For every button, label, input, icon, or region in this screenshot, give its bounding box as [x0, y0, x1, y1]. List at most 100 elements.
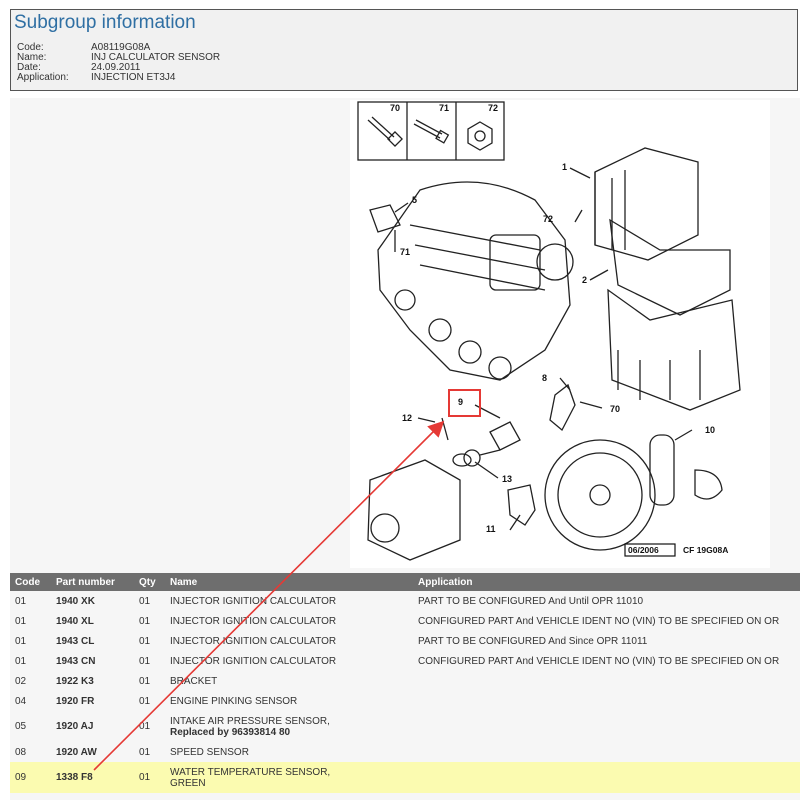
stamp-ref: CF 19G08A: [683, 545, 728, 555]
bolt-71-icon: [413, 119, 443, 139]
cell-code: 04: [15, 695, 27, 707]
cell-qty: 01: [139, 695, 151, 707]
cell-application: PART TO BE CONFIGURED And Until OPR 1101…: [418, 595, 644, 607]
col-code[interactable]: Code: [15, 576, 40, 588]
cell-part-number[interactable]: 1943 CL: [56, 635, 95, 647]
cell-name: INJECTOR IGNITION CALCULATOR: [170, 615, 337, 627]
cell-part-number[interactable]: 1940 XK: [56, 595, 95, 607]
stamp-box: [624, 543, 676, 557]
sensor-11-shape: [507, 484, 536, 526]
cell-code: 05: [15, 721, 27, 732]
table-row-selected[interactable]: 09 1338 F8 01 WATER TEMPERATURE SENSOR, …: [10, 762, 800, 793]
meta-label: Code:: [17, 42, 44, 53]
meta-value: INJECTION ET3J4: [91, 72, 176, 83]
cell-code: 09: [15, 772, 27, 783]
sensor-8-shape: [549, 383, 576, 432]
cell-qty: 01: [139, 655, 151, 667]
cell-name: BRACKET: [170, 675, 218, 687]
throttle-body: [489, 234, 541, 291]
inset-label-72: 72: [488, 103, 498, 113]
cell-qty: 01: [139, 746, 151, 758]
cell-name: INTAKE AIR PRESSURE SENSOR, Replaced by …: [165, 711, 413, 742]
cell-part-number[interactable]: 1338 F8: [56, 772, 93, 783]
meta-code-row: Code: A08119G08A: [17, 43, 220, 53]
cell-application: PART TO BE CONFIGURED And Since OPR 1101…: [418, 635, 648, 647]
table-row[interactable]: 08 1920 AW 01 SPEED SENSOR: [10, 742, 800, 762]
cell-part-number[interactable]: 1943 CN: [56, 655, 96, 667]
parts-diagram-svg: 70 71 72 1 2 5 8 9 10 11 12 13 70 71 72 …: [357, 101, 741, 561]
cell-application: [413, 711, 800, 742]
table-row[interactable]: 01 1943 CN 01 INJECTOR IGNITION CALCULAT…: [10, 651, 800, 671]
callout-71: 71: [400, 247, 410, 257]
callout-5: 5: [412, 195, 417, 205]
callout-72: 72: [543, 214, 553, 224]
cell-qty: 01: [139, 721, 151, 732]
table-row[interactable]: 05 1920 AJ 01 INTAKE AIR PRESSURE SENSOR…: [10, 711, 800, 742]
cell-application: [413, 691, 800, 711]
parts-table: Code Part number Qty Name Application 01…: [10, 573, 800, 793]
cell-qty: 01: [139, 675, 151, 687]
cell-code: 01: [15, 595, 27, 607]
name-line: INTAKE AIR PRESSURE SENSOR,: [170, 715, 330, 727]
cell-code: 01: [15, 655, 27, 667]
support-tray: [607, 288, 741, 411]
sensor-9-shape: [479, 421, 521, 456]
cell-application: [413, 671, 800, 691]
stamp-date: 06/2006: [628, 545, 659, 555]
callout-9-highlight: [448, 389, 481, 417]
cell-part-number[interactable]: 1920 AJ: [56, 721, 94, 732]
callout-11: 11: [486, 524, 496, 534]
table-header-row: Code Part number Qty Name Application: [10, 573, 800, 591]
col-part-number[interactable]: Part number: [56, 576, 115, 588]
fastener-inset: [357, 101, 505, 161]
cell-part-number[interactable]: 1920 AW: [56, 746, 97, 758]
callout-1: 1: [562, 162, 567, 172]
inset-label-70: 70: [390, 103, 400, 113]
nut-72-icon: [467, 121, 493, 151]
cell-part-number[interactable]: 1940 XL: [56, 615, 94, 627]
ecu-bracket: [609, 218, 731, 316]
inset-label-71: 71: [439, 103, 449, 113]
cell-application: CONFIGURED PART And VEHICLE IDENT NO (VI…: [418, 615, 780, 627]
cell-part-number[interactable]: 1922 K3: [56, 675, 94, 687]
meta-label: Application:: [17, 72, 69, 83]
name-line: WATER TEMPERATURE SENSOR,: [170, 766, 331, 778]
cell-code: 02: [15, 675, 27, 687]
table-row[interactable]: 01 1940 XK 01 INJECTOR IGNITION CALCULAT…: [10, 591, 800, 611]
callout-2: 2: [582, 275, 587, 285]
callout-13: 13: [502, 474, 512, 484]
cell-code: 01: [15, 635, 27, 647]
col-name[interactable]: Name: [170, 576, 198, 588]
cell-qty: 01: [139, 595, 151, 607]
callout-9: 9: [458, 397, 463, 407]
cell-application: [413, 742, 800, 762]
col-application[interactable]: Application: [418, 576, 473, 588]
callout-12: 12: [402, 413, 412, 423]
flywheel: [544, 439, 656, 551]
table-row[interactable]: 01 1943 CL 01 INJECTOR IGNITION CALCULAT…: [10, 631, 800, 651]
table-row[interactable]: 02 1922 K3 01 BRACKET: [10, 671, 800, 691]
table-row[interactable]: 04 1920 FR 01 ENGINE PINKING SENSOR: [10, 691, 800, 711]
cell-name: SPEED SENSOR: [170, 746, 249, 758]
ecu-outline: [594, 147, 699, 261]
sensor-5-shape: [369, 204, 401, 233]
page-title: Subgroup information: [14, 12, 196, 33]
callout-70: 70: [610, 404, 620, 414]
subgroup-info-panel: Subgroup information Code: A08119G08A Na…: [10, 9, 798, 91]
table-row[interactable]: 01 1940 XL 01 INJECTOR IGNITION CALCULAT…: [10, 611, 800, 631]
cell-application: [413, 762, 800, 793]
meta-application-row: Application: INJECTION ET3J4: [17, 73, 220, 83]
meta-name-row: Name: INJ CALCULATOR SENSOR: [17, 53, 220, 63]
callout-10: 10: [705, 425, 715, 435]
cell-name: INJECTOR IGNITION CALCULATOR: [170, 595, 337, 607]
parts-diagram: 70 71 72 1 2 5 8 9 10 11 12 13 70 71 72 …: [350, 100, 770, 568]
cell-name: INJECTOR IGNITION CALCULATOR: [170, 635, 337, 647]
cell-name: ENGINE PINKING SENSOR: [170, 695, 298, 707]
col-qty[interactable]: Qty: [139, 576, 156, 588]
intake-manifold: [377, 181, 571, 381]
callout-8: 8: [542, 373, 547, 383]
cell-code: 01: [15, 615, 27, 627]
bolt-70-icon: [367, 116, 395, 141]
cell-part-number[interactable]: 1920 FR: [56, 695, 95, 707]
subgroup-meta: Code: A08119G08A Name: INJ CALCULATOR SE…: [17, 43, 220, 83]
